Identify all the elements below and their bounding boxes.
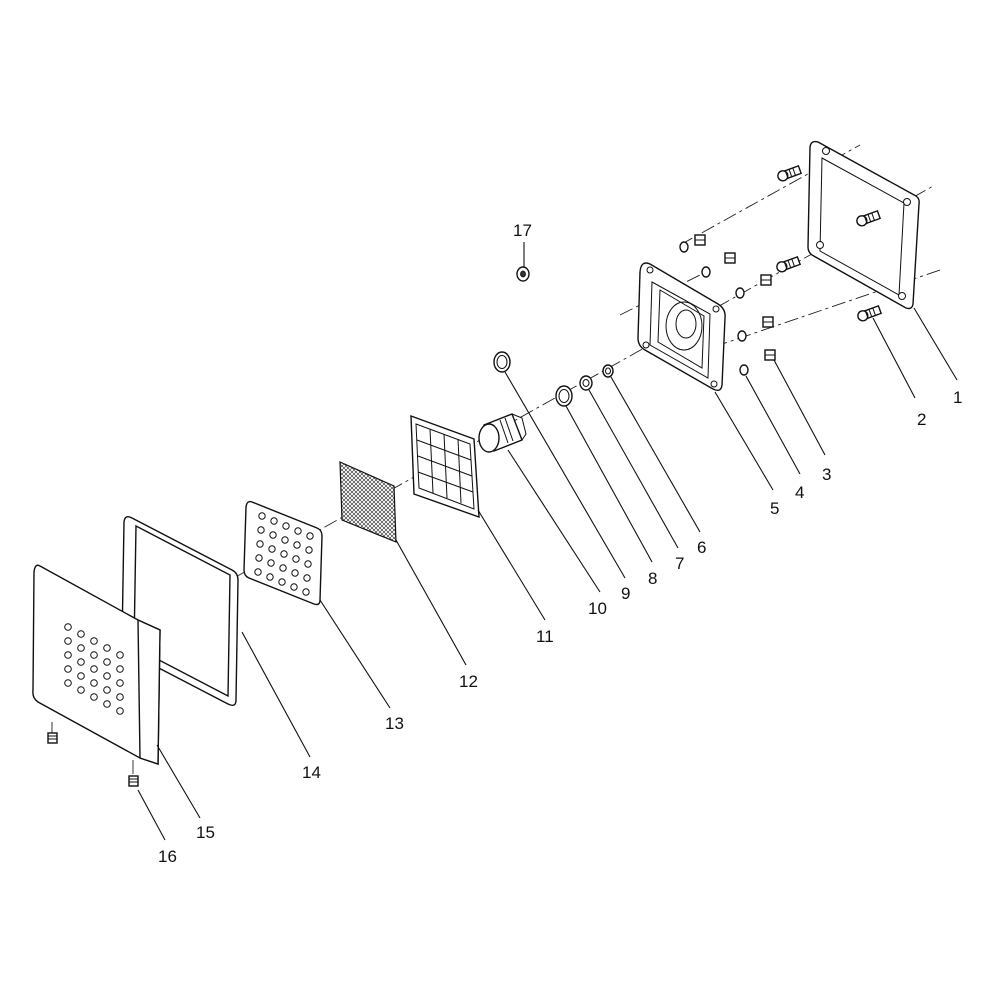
- callout-2: 2: [917, 410, 926, 429]
- part-9-retaining-ring: [493, 351, 511, 373]
- part-2-frame-screws: [776, 164, 883, 322]
- callout-11: 11: [536, 627, 554, 646]
- part-8-o-ring: [555, 385, 573, 407]
- callout-8: 8: [648, 569, 657, 588]
- callout-4: 4: [795, 483, 804, 502]
- callout-13: 13: [385, 714, 404, 733]
- callout-9: 9: [621, 584, 630, 603]
- part-16-set-screws: [47, 732, 139, 787]
- callout-15: 15: [196, 823, 215, 842]
- leader-lines: [137, 242, 958, 841]
- part-11-grid-plate: [410, 414, 480, 519]
- callout-12: 12: [459, 672, 478, 691]
- callout-17: 17: [513, 221, 532, 240]
- callout-1: 1: [953, 388, 962, 407]
- part-15-cover-plate: [32, 564, 161, 765]
- callout-5: 5: [770, 499, 779, 518]
- callout-10: 10: [588, 599, 607, 618]
- callout-3: 3: [822, 465, 831, 484]
- part-17-nut: [516, 266, 530, 282]
- callout-16: 16: [158, 847, 177, 866]
- part-12-mesh-screen: [339, 461, 397, 543]
- part-6-nut: [602, 364, 614, 378]
- callout-6: 6: [697, 538, 706, 557]
- part-3-housing-screws: [694, 234, 776, 361]
- part-10-check-valve: [478, 413, 527, 453]
- callout-14: 14: [302, 763, 321, 782]
- part-4-washers: [679, 241, 749, 376]
- part-13-nozzle-plate: [243, 500, 323, 606]
- callout-labels: 1 2 3 4 5 6 7 8 9 10 11 12 13 14 15 16 1…: [158, 221, 962, 866]
- callout-7: 7: [675, 554, 684, 573]
- part-7-bushing: [579, 375, 593, 391]
- part-5-housing: [637, 262, 726, 392]
